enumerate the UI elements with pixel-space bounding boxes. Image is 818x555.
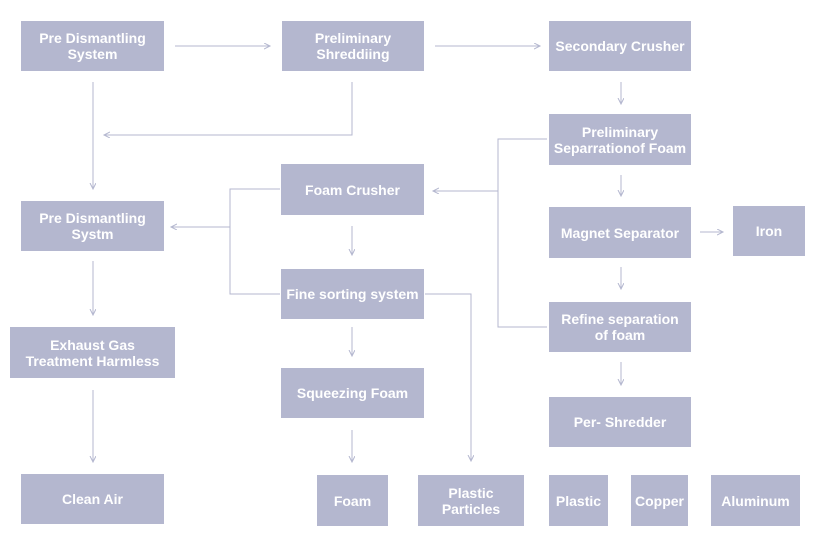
node-copper: Copper	[631, 475, 688, 526]
node-pre-dismantling-system: Pre Dismantling System	[21, 21, 164, 71]
connector-separation-branch	[497, 138, 547, 328]
node-aluminum: Aluminum	[711, 475, 800, 526]
node-foam-crusher: Foam Crusher	[281, 164, 424, 215]
node-pre-dismantling-systm: Pre Dismantling Systm	[21, 201, 164, 251]
node-clean-air: Clean Air	[21, 474, 164, 524]
connector-fine-sorting-to-plastic-particles	[425, 293, 471, 461]
node-plastic-particles: Plastic Particles	[418, 475, 524, 526]
connector-shredding-return	[104, 82, 353, 135]
node-squeezing-foam: Squeezing Foam	[281, 368, 424, 418]
node-preliminary-separation-of-foam: Preliminary Separrationof Foam	[549, 114, 691, 165]
node-refine-separation-of-foam: Refine separation of foam	[549, 302, 691, 352]
node-iron: Iron	[733, 206, 805, 256]
connector-foam-crusher-branch	[229, 188, 280, 295]
node-per-shredder: Per- Shredder	[549, 397, 691, 447]
node-fine-sorting-system: Fine sorting system	[281, 269, 424, 319]
node-preliminary-shredding: Preliminary Shreddiing	[282, 21, 424, 71]
node-plastic: Plastic	[549, 475, 608, 526]
node-exhaust-gas-treatment: Exhaust Gas Treatment Harmless	[10, 327, 175, 378]
node-magnet-separator: Magnet Separator	[549, 207, 691, 258]
node-secondary-crusher: Secondary Crusher	[549, 21, 691, 71]
node-foam: Foam	[317, 475, 388, 526]
